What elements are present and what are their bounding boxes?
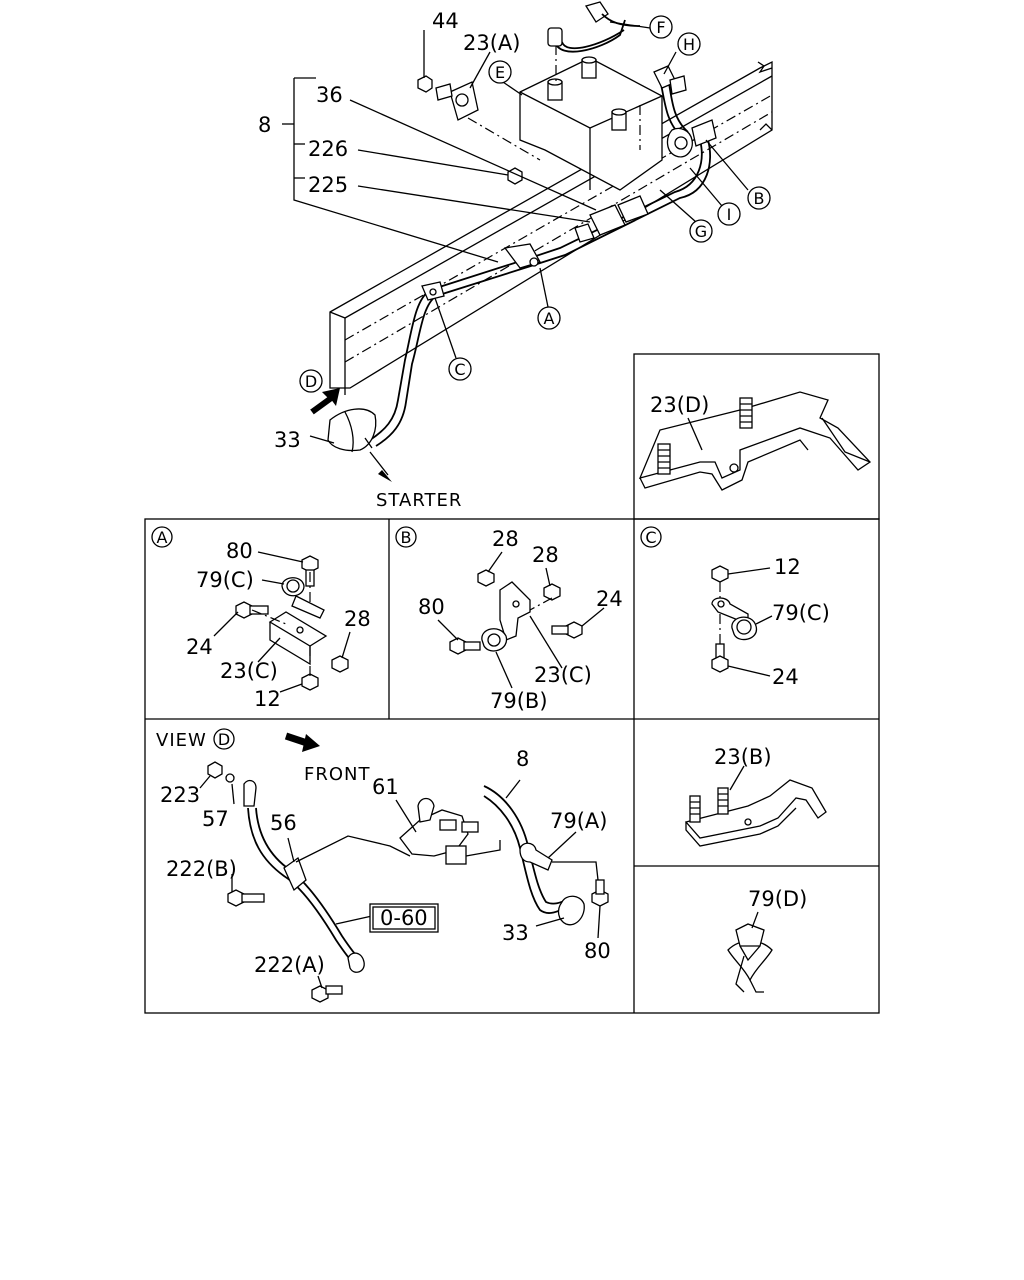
callout-a: A — [544, 309, 555, 328]
upper-battery-cable — [547, 1, 641, 53]
callout-225: 225 — [308, 173, 348, 197]
callout-g: G — [695, 222, 707, 241]
label-c-12: 12 — [774, 555, 801, 579]
view-label: VIEW — [156, 730, 207, 751]
label-view-57: 57 — [202, 807, 229, 831]
reference-box — [369, 903, 439, 933]
starter-label: STARTER — [376, 490, 462, 511]
callout-f: F — [656, 18, 665, 37]
callout-44: 44 — [432, 9, 459, 33]
callout-23a: 23(A) — [463, 31, 520, 55]
label-view-223: 223 — [160, 783, 200, 807]
label-view-0-60: 0-60 — [380, 906, 428, 930]
panel-bracket-23d: 23(D) — [638, 391, 872, 491]
callout-b: B — [754, 189, 765, 208]
label-79d: 79(D) — [748, 887, 807, 911]
label-view-8: 8 — [516, 747, 529, 771]
stud-23b-left — [689, 795, 701, 823]
stud-mid — [739, 397, 753, 429]
panel-detail-a: A 80 79(C) 24 28 23(C) 12 — [151, 526, 371, 711]
battery-box — [519, 45, 663, 191]
arrow-d-icon — [310, 388, 340, 410]
front-arrow-icon — [284, 732, 320, 752]
panel-c-ref: C — [645, 528, 656, 547]
label-b-80: 80 — [418, 595, 445, 619]
main-assembly-view: 44 23(A) 8 36 226 225 33 STARTER E F H B… — [258, 1, 773, 511]
callout-33: 33 — [274, 428, 301, 452]
label-view-33: 33 — [502, 921, 529, 945]
callout-c: C — [454, 360, 465, 379]
panel-detail-c: C 12 79(C) 24 — [640, 526, 830, 689]
label-view-61: 61 — [372, 775, 399, 799]
label-b-79b: 79(B) — [490, 689, 548, 713]
label-b-28a: 28 — [492, 527, 519, 551]
label-b-23c: 23(C) — [534, 663, 592, 687]
label-a-23c: 23(C) — [220, 659, 278, 683]
label-b-28b: 28 — [532, 543, 559, 567]
label-b-24: 24 — [596, 587, 623, 611]
label-view-222b: 222(B) — [166, 857, 237, 881]
starter-cable-harness — [327, 65, 717, 453]
label-a-80: 80 — [226, 539, 253, 563]
callout-36: 36 — [316, 83, 343, 107]
label-view-222a: 222(A) — [254, 953, 325, 977]
label-view-56: 56 — [270, 811, 297, 835]
label-a-12: 12 — [254, 687, 281, 711]
front-label: FRONT — [304, 764, 371, 785]
callout-226: 226 — [308, 137, 348, 161]
label-c-79c: 79(C) — [772, 601, 830, 625]
label-23b: 23(B) — [714, 745, 772, 769]
detail-panel-grid — [144, 353, 880, 1014]
label-a-28: 28 — [344, 607, 371, 631]
stud-left — [657, 443, 671, 475]
panel-b-ref: B — [401, 528, 412, 547]
label-a-79c: 79(C) — [196, 568, 254, 592]
bracket-23a — [417, 75, 541, 161]
panel-bracket-23b: 23(B) — [684, 745, 827, 847]
panel-view-d: VIEW D FRONT — [156, 728, 611, 1003]
panel-detail-b: B 28 28 80 24 23(C) 79(B) — [395, 526, 623, 713]
callout-e: E — [495, 63, 505, 82]
label-view-79a: 79(A) — [550, 809, 607, 833]
view-ref-d: D — [218, 730, 230, 749]
callout-h: H — [683, 35, 695, 54]
panel-a-ref: A — [157, 528, 168, 547]
label-c-24: 24 — [772, 665, 799, 689]
callout-d: D — [305, 372, 317, 391]
label-23d: 23(D) — [650, 393, 709, 417]
callout-8: 8 — [258, 113, 271, 137]
callout-i: I — [727, 205, 732, 224]
label-view-80: 80 — [584, 939, 611, 963]
label-a-24: 24 — [186, 635, 213, 659]
panel-clip-79d: 79(D) — [727, 887, 807, 993]
stud-23b-right — [717, 787, 729, 815]
